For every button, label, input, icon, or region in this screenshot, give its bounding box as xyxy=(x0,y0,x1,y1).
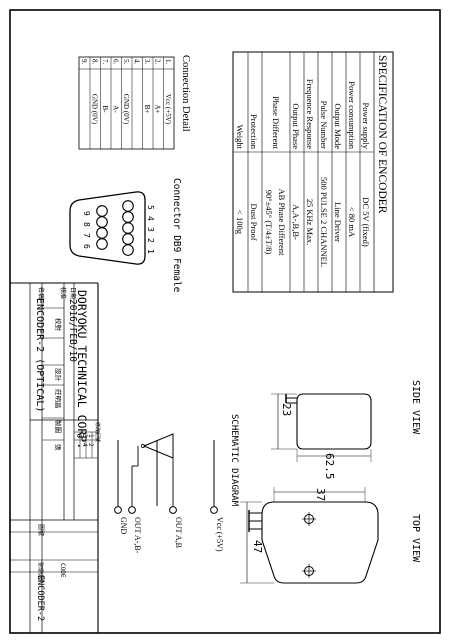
revision-mark: 4 xyxy=(81,443,88,447)
top-height-dimension: 47 xyxy=(251,540,264,553)
spec-label: Output Phase xyxy=(291,103,301,149)
code-label: CODE xyxy=(59,563,66,578)
db9-pin-label: 9 xyxy=(82,211,91,216)
spec-value: Line Driver xyxy=(333,202,343,242)
pin-signal: A- xyxy=(112,105,120,113)
pin-number: 2. xyxy=(154,59,162,65)
pin-signal: Vcc (+5V) xyxy=(164,94,172,125)
spec-table: SPECIFICATION OF ENCODER Power supply DC… xyxy=(232,51,394,293)
db9-connector xyxy=(69,191,146,265)
part-no-label: 整理號碼 xyxy=(37,562,44,582)
pin-signal: B+ xyxy=(143,105,151,114)
spec-value: < 100g xyxy=(235,210,245,235)
pin-signal: A+ xyxy=(154,104,162,113)
date-label: 日期 xyxy=(69,287,77,299)
schematic-drawing xyxy=(114,433,218,514)
pin-number: 3. xyxy=(143,59,151,65)
spec-label: Pulse Number xyxy=(319,101,329,150)
drawing-name: ENCODER-2 (OPTICAL) xyxy=(34,298,45,412)
part-number: ENCODER-2 xyxy=(35,575,45,621)
spec-value: Dust Proof xyxy=(249,203,259,240)
connection-detail: Connection Detail 1. Vcc (+5V) 2. A+ 3. … xyxy=(78,55,191,150)
top-width-dimension: 37 xyxy=(314,488,327,501)
pin-number: 4. xyxy=(133,59,141,65)
spec-label: Protection xyxy=(249,114,259,150)
title-block xyxy=(10,282,99,633)
db9-pin xyxy=(122,244,134,256)
schematic-label: GND xyxy=(119,517,128,535)
schematic-label: Vcc (+5V) xyxy=(215,517,224,552)
db9-pin-label: 8 xyxy=(82,222,91,227)
spec-value: AB Phase Different xyxy=(277,189,287,257)
draw-label: 製圖 xyxy=(54,420,63,433)
schematic-label: OUT A-,B- xyxy=(133,517,142,554)
revision-mark: 5 xyxy=(75,434,82,438)
pin-number: 7. xyxy=(101,59,109,65)
name-label: 名稱 xyxy=(37,287,45,299)
db9-pin xyxy=(96,238,108,250)
pin-number: 1. xyxy=(164,59,172,65)
side-height-dimension: 23 xyxy=(280,403,293,416)
drawing-date: 2016/FEB/10 xyxy=(67,299,78,362)
pin-number: 9. xyxy=(80,59,88,65)
pin-signal: GND (0V) xyxy=(91,94,99,125)
pin-signal: GND (0V) xyxy=(122,94,130,125)
db9-pin-label: 3 xyxy=(146,227,155,232)
revision-mark: 3 xyxy=(81,434,88,438)
side-view-title: SIDE VIEW xyxy=(410,380,421,435)
spec-value: 25 KHz Max. xyxy=(305,199,315,246)
spec-label: Phase Different xyxy=(271,96,281,150)
sheet-border xyxy=(9,9,441,634)
pin-signal: B- xyxy=(101,106,109,114)
db9-pin-label: 5 xyxy=(146,205,155,210)
proof-label: 校對 xyxy=(54,318,63,332)
side-view-drawing xyxy=(271,393,372,462)
designer-name: 莊明昌 xyxy=(54,389,63,409)
spec-value: DC 5V (fixed) xyxy=(361,197,371,247)
top-view-drawing xyxy=(240,487,379,584)
design-label: 設計 xyxy=(54,368,63,382)
schematic-title: SCHEMATIC DIAGRAM xyxy=(229,414,239,507)
schematic-label: OUT A,B xyxy=(174,517,183,548)
spec-value: 90°±45° (T/4±T/8) xyxy=(264,190,274,255)
db9-pin-label: 7 xyxy=(82,233,91,238)
drawing-no-label: 圖號 xyxy=(37,524,45,536)
spec-label: Power consumption xyxy=(347,81,357,150)
revision-mark: 2 xyxy=(87,443,94,447)
spec-label: Weight xyxy=(235,125,245,150)
db9-pin-label: 1 xyxy=(146,249,155,254)
revision-mark: 1 xyxy=(87,434,94,438)
spec-value: < 80 mA xyxy=(347,207,357,238)
top-view-title: TOP VIEW xyxy=(410,514,421,563)
spec-label: Output Mode xyxy=(333,103,343,149)
pin-number: 6. xyxy=(112,59,120,65)
db9-pin-label: 6 xyxy=(82,244,91,249)
pin-number: 8. xyxy=(91,59,99,65)
check-label: 核准 xyxy=(59,287,67,299)
connection-title: Connection Detail xyxy=(180,55,191,132)
revision-label: 修改記號 xyxy=(94,422,101,442)
db9-pin-label: 4 xyxy=(146,216,155,221)
connector-title: Connector DB9 Female xyxy=(171,178,182,293)
spec-label: Power supply xyxy=(361,102,371,149)
spec-value: A,A-,B,B- xyxy=(291,204,301,240)
drawer-name: 張 xyxy=(54,444,62,451)
spec-title: SPECIFICATION OF ENCODER xyxy=(376,55,388,214)
spec-label: Frequence Response xyxy=(305,79,315,149)
spec-value: 500 PULSE 2 CHANNEL xyxy=(319,177,329,267)
pin-number: 5. xyxy=(122,59,130,65)
company-name: DORYOKU TECHNICAL CORP. xyxy=(75,290,89,449)
side-width-dimension: 62.5 xyxy=(323,453,336,480)
db9-pin-label: 2 xyxy=(146,238,155,243)
